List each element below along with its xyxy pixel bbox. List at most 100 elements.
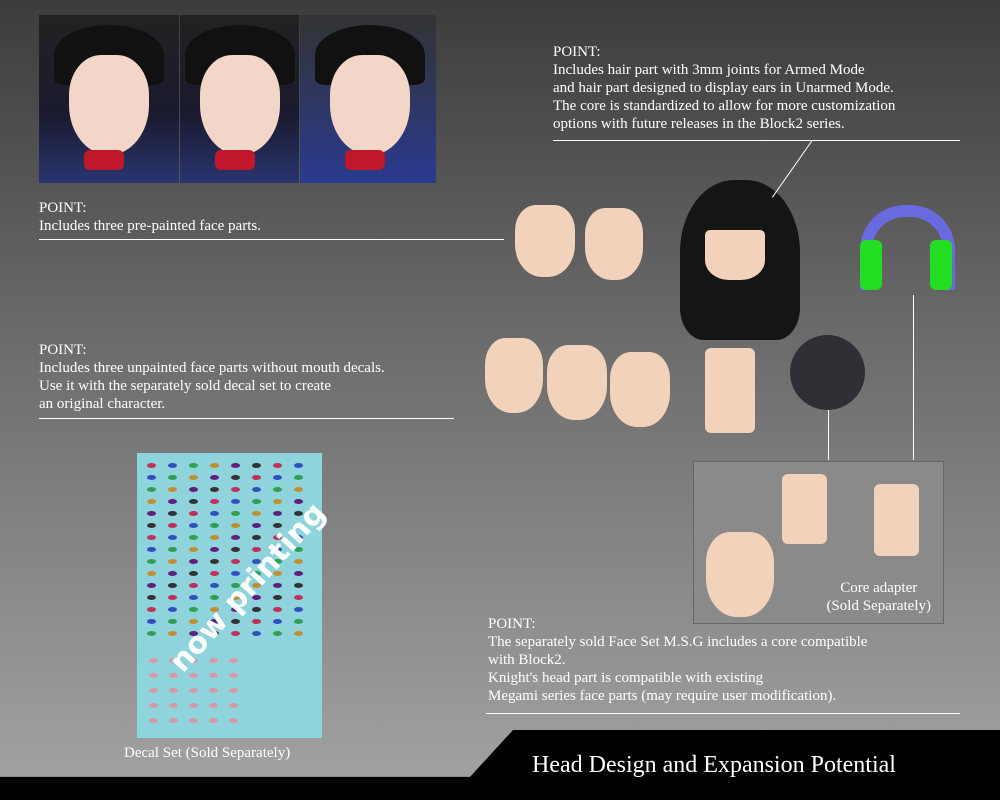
decal-eye: [294, 487, 303, 492]
point-text: Includes three unpainted face parts with…: [39, 360, 385, 412]
decal-eye: [147, 547, 156, 552]
painted-face-part: [515, 205, 575, 277]
decal-eye: [252, 463, 261, 468]
decal-eye: [252, 595, 261, 600]
decal-eye: [252, 583, 261, 588]
decal-eye: [231, 475, 240, 480]
decal-eye: [231, 595, 240, 600]
point-label: POINT:: [553, 44, 601, 60]
painted-face-part: [585, 208, 643, 280]
decal-eye: [189, 547, 198, 552]
decal-eye: [189, 499, 198, 504]
decal-eye: [273, 463, 282, 468]
decal-mouth: [229, 703, 238, 708]
decal-eye: [273, 619, 282, 624]
decal-eye: [273, 595, 282, 600]
decal-eye: [273, 499, 282, 504]
decal-eye: [294, 523, 303, 528]
decal-eye: [294, 607, 303, 612]
decal-eye: [294, 619, 303, 624]
decal-eye: [294, 595, 303, 600]
decal-eye: [210, 631, 219, 636]
decal-eye: [210, 487, 219, 492]
point-text: Includes hair part with 3mm joints for A…: [553, 62, 896, 132]
decal-eye: [147, 523, 156, 528]
decal-eye: [252, 571, 261, 576]
decal-eye: [147, 511, 156, 516]
core-adapter-caption: Core adapter (Sold Separately): [826, 580, 931, 614]
decal-mouth: [149, 703, 158, 708]
decal-eye: [252, 475, 261, 480]
decal-eye: [147, 571, 156, 576]
decal-eye: [168, 571, 177, 576]
unpainted-face-part: [610, 352, 670, 427]
decal-eye: [147, 631, 156, 636]
decal-eye: [231, 499, 240, 504]
footer-title: Head Design and Expansion Potential: [532, 752, 896, 778]
decal-eye: [294, 535, 303, 540]
decal-mouth: [169, 658, 178, 663]
decal-eye: [168, 535, 177, 540]
decal-mouth: [229, 718, 238, 723]
decal-eye: [189, 487, 198, 492]
decal-eye: [189, 511, 198, 516]
decal-eye: [252, 523, 261, 528]
decal-mouth: [209, 688, 218, 693]
decal-eye: [252, 619, 261, 624]
decal-eye: [147, 463, 156, 468]
decal-eye: [294, 499, 303, 504]
point-label: POINT:: [488, 616, 536, 632]
decal-mouth: [149, 673, 158, 678]
decal-mouth: [189, 673, 198, 678]
decal-eye: [189, 559, 198, 564]
decal-mouth: [209, 718, 218, 723]
decal-eye: [231, 631, 240, 636]
decal-eye: [168, 619, 177, 624]
decal-eye: [168, 607, 177, 612]
point-text: Includes three pre-painted face parts.: [39, 218, 261, 234]
point-text: The separately sold Face Set M.S.G inclu…: [488, 634, 868, 704]
decal-eye: [168, 499, 177, 504]
decal-eye: [273, 475, 282, 480]
decal-mouth: [189, 718, 198, 723]
decal-eye: [189, 595, 198, 600]
decal-eye: [273, 535, 282, 540]
decal-mouth: [169, 688, 178, 693]
decal-eye: [147, 607, 156, 612]
decal-eye: [210, 535, 219, 540]
decal-eye: [168, 463, 177, 468]
decal-eye: [189, 607, 198, 612]
decal-eye: [273, 559, 282, 564]
core-adapter-box: Core adapter (Sold Separately): [693, 461, 944, 624]
decal-eye: [147, 583, 156, 588]
decal-eye: [147, 475, 156, 480]
decal-eye: [231, 523, 240, 528]
decal-eye: [147, 499, 156, 504]
decal-mouth: [209, 673, 218, 678]
point-hair: POINT: Includes hair part with 3mm joint…: [553, 43, 895, 133]
decal-eye: [189, 463, 198, 468]
decal-mouth: [169, 718, 178, 723]
decal-eye: [189, 631, 198, 636]
decal-eye: [168, 523, 177, 528]
decal-eye: [252, 535, 261, 540]
decal-eye: [294, 511, 303, 516]
decal-eye: [189, 583, 198, 588]
decal-eye: [273, 631, 282, 636]
decal-sheet: [137, 453, 322, 738]
decal-eye: [168, 475, 177, 480]
decal-eye: [273, 511, 282, 516]
point-painted: POINT: Includes three pre-painted face p…: [39, 199, 261, 235]
decal-eye: [294, 463, 303, 468]
decal-eye: [210, 463, 219, 468]
decal-mouth: [189, 688, 198, 693]
decal-eye: [210, 547, 219, 552]
decal-eye: [231, 559, 240, 564]
decal-eye: [252, 559, 261, 564]
decal-eye: [252, 631, 261, 636]
decal-eye: [210, 607, 219, 612]
decal-eye: [294, 571, 303, 576]
decal-eye: [231, 571, 240, 576]
decal-eye: [231, 511, 240, 516]
decal-eye: [273, 523, 282, 528]
